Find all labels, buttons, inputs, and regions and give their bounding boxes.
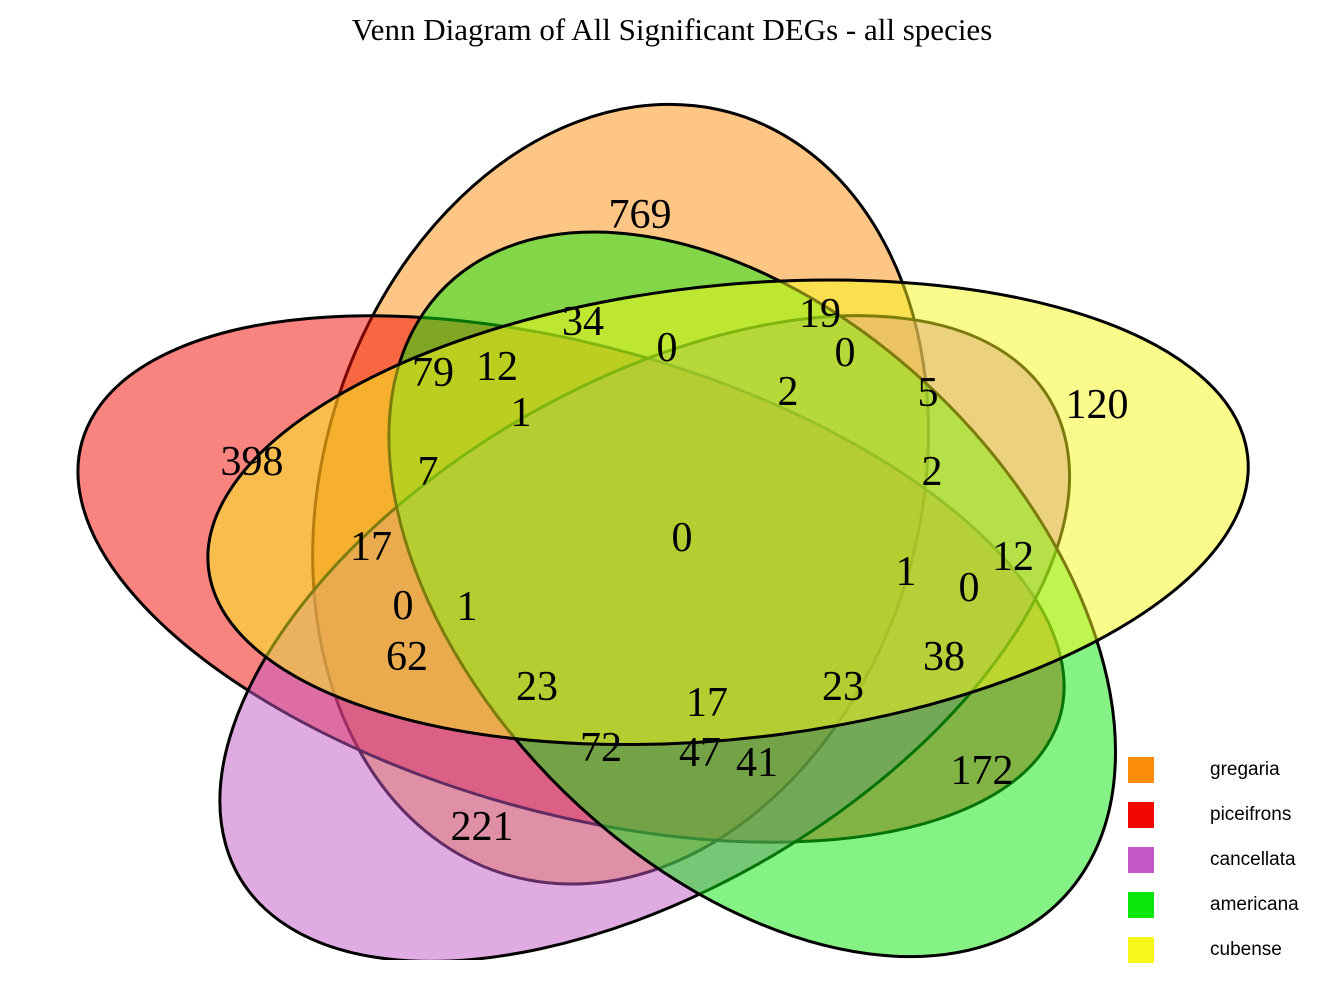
venn-count: 0 <box>834 330 856 376</box>
legend-swatch-gregaria <box>1128 757 1154 783</box>
venn-count: 1 <box>895 549 917 595</box>
legend-label-gregaria: gregaria <box>1210 759 1280 780</box>
venn-count: 2 <box>921 449 943 495</box>
legend-swatch-cubense <box>1128 937 1154 963</box>
venn-count: 5 <box>917 370 939 416</box>
legend-swatch-americana <box>1128 892 1154 918</box>
venn-count: 172 <box>950 748 1014 794</box>
venn-count: 17 <box>350 524 392 570</box>
legend-item-gregaria: gregaria <box>1128 757 1299 783</box>
legend: gregaria piceifrons cancellata americana cub… <box>1128 757 1299 982</box>
legend-item-piceifrons: piceifrons <box>1128 802 1299 828</box>
venn-count: 7 <box>417 449 439 495</box>
venn-count: 0 <box>656 325 678 371</box>
venn-count: 72 <box>580 725 622 771</box>
venn-count: 17 <box>686 680 728 726</box>
venn-count: 38 <box>923 634 965 680</box>
venn-count: 62 <box>386 634 428 680</box>
venn-count: 398 <box>220 439 284 485</box>
legend-item-americana: americana <box>1128 892 1299 918</box>
venn-count: 79 <box>412 350 454 396</box>
venn-count: 12 <box>992 534 1034 580</box>
legend-label-cubense: cubense <box>1210 939 1282 960</box>
venn-count: 221 <box>450 804 514 850</box>
legend-label-cancellata: cancellata <box>1210 849 1296 870</box>
venn-count: 23 <box>516 664 558 710</box>
venn-count: 1 <box>510 390 532 436</box>
venn-count: 12 <box>476 344 518 390</box>
venn-count: 41 <box>736 740 778 786</box>
legend-label-piceifrons: piceifrons <box>1210 804 1292 825</box>
venn-count: 769 <box>608 192 672 238</box>
legend-item-cancellata: cancellata <box>1128 847 1299 873</box>
legend-swatch-cancellata <box>1128 847 1154 873</box>
legend-item-cubense: cubense <box>1128 937 1299 963</box>
venn-count: 0 <box>958 565 980 611</box>
venn-count: 1 <box>456 584 478 630</box>
venn-count: 0 <box>671 515 693 561</box>
ellipse-cubense <box>158 222 1298 802</box>
venn-count: 19 <box>799 291 841 337</box>
legend-swatch-piceifrons <box>1128 802 1154 828</box>
venn-count: 34 <box>562 299 604 345</box>
legend-label-americana: americana <box>1210 894 1299 915</box>
chart-title: Venn Diagram of All Significant DEGs - a… <box>351 12 993 47</box>
venn-count: 47 <box>679 730 721 776</box>
venn-count: 2 <box>777 369 799 415</box>
venn-ellipses <box>0 0 1344 960</box>
venn-count: 120 <box>1065 382 1129 428</box>
venn-count: 0 <box>392 583 414 629</box>
venn-count: 23 <box>822 664 864 710</box>
